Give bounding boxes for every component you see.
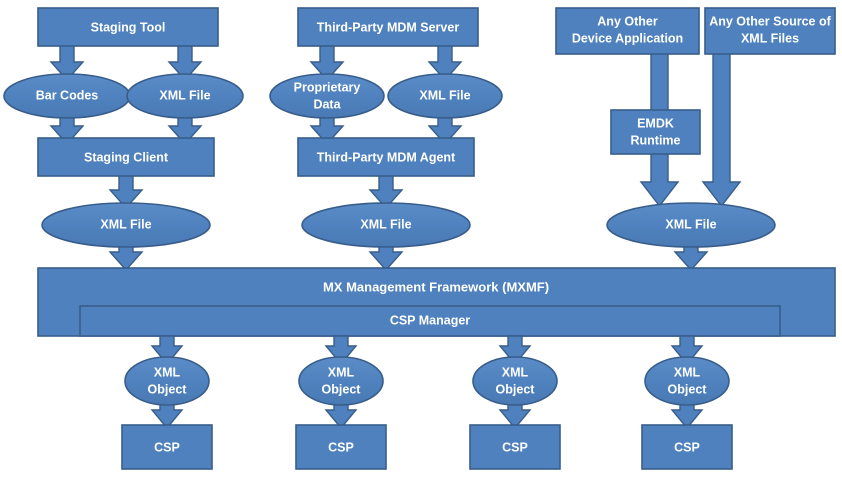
arrow-mxmf-to-xml-object-2 [324,335,358,366]
node-csp-1[interactable]: CSP [121,424,213,470]
node-csp-4[interactable]: CSP [641,424,733,470]
node-xml-file-device-output[interactable]: XML File [606,202,776,248]
node-xml-file-mdm-output[interactable]: XML File [301,202,471,248]
node-xml-file-staging[interactable]: XML File [126,73,244,119]
arrow-staging-tool-to-bar-codes [49,43,85,82]
arrow-staging-tool-to-xml-file [167,43,203,82]
arrow-mxmf-to-xml-object-3 [498,335,532,366]
node-xml-object-1[interactable]: XML Object [124,356,210,406]
arrow-xml-source-to-xml-file [701,43,742,208]
node-csp-3[interactable]: CSP [469,424,561,470]
node-csp-2[interactable]: CSP [295,424,387,470]
arrow-mxmf-to-xml-object-4 [670,335,704,366]
node-third-party-mdm-agent[interactable]: Third-Party MDM Agent [297,137,475,177]
node-proprietary-data[interactable]: Proprietary Data [269,73,385,119]
node-staging-client[interactable]: Staging Client [37,137,215,177]
node-xml-file-mdm[interactable]: XML File [387,73,503,119]
arrow-mxmf-to-xml-object-1 [150,335,184,366]
node-xml-object-2[interactable]: XML Object [298,356,384,406]
node-staging-tool[interactable]: Staging Tool [37,7,219,47]
node-emdk-runtime[interactable]: EMDK Runtime [610,109,701,155]
node-any-other-source-of-xml-files[interactable]: Any Other Source of XML Files [704,7,836,55]
arrow-mdm-server-to-proprietary-data [309,43,345,82]
node-xml-object-4[interactable]: XML Object [644,356,730,406]
node-xml-file-staging-output[interactable]: XML File [41,202,211,248]
node-csp-manager[interactable]: CSP Manager [79,305,781,337]
arrow-mdm-server-to-xml-file [427,43,463,82]
node-xml-object-3[interactable]: XML Object [472,356,558,406]
node-any-other-device-application[interactable]: Any Other Device Application [555,7,700,55]
node-bar-codes[interactable]: Bar Codes [3,73,131,119]
node-third-party-mdm-server[interactable]: Third-Party MDM Server [297,7,479,47]
